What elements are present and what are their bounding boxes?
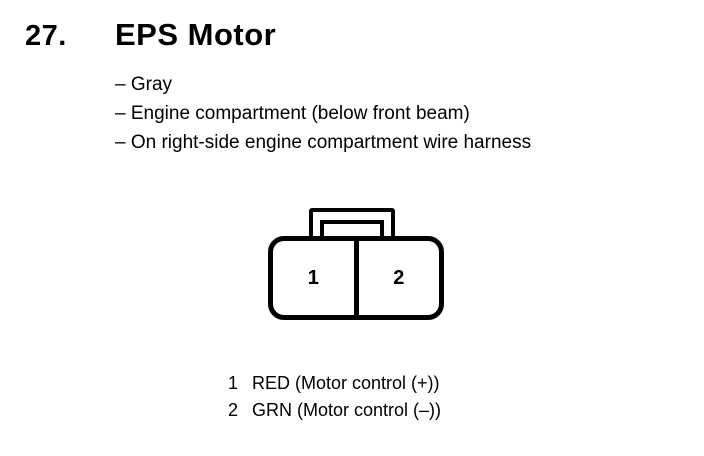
pin-legend: 1 RED (Motor control (+)) 2 GRN (Motor con…: [228, 370, 441, 424]
legend-pin-number: 1: [228, 373, 239, 393]
note-connector-location: – Engine compartment (below front beam): [115, 103, 470, 124]
legend-pin-number: 2: [228, 400, 239, 420]
legend-row-pin-2: 2 GRN (Motor control (–)): [228, 397, 441, 424]
legend-row-pin-1: 1 RED (Motor control (+)): [228, 370, 441, 397]
legend-pin-description: RED (Motor control (+)): [252, 373, 440, 393]
note-connector-color: – Gray: [115, 74, 173, 95]
connector-body: 1 2: [268, 236, 444, 320]
connector-notes-list: – Gray – Engine compartment (below front…: [115, 70, 531, 157]
connector-divider: [353, 241, 359, 315]
connector-cavity-1: 1: [307, 266, 319, 289]
page-title: EPS Motor: [115, 17, 277, 52]
item-number: 27.: [25, 20, 67, 52]
connector-diagram: 1 2: [268, 208, 444, 320]
legend-pin-description: GRN (Motor control (–)): [252, 400, 442, 420]
note-connector-harness: – On right-side engine compartment wire …: [115, 132, 532, 153]
connector-cavity-2: 2: [393, 266, 405, 289]
